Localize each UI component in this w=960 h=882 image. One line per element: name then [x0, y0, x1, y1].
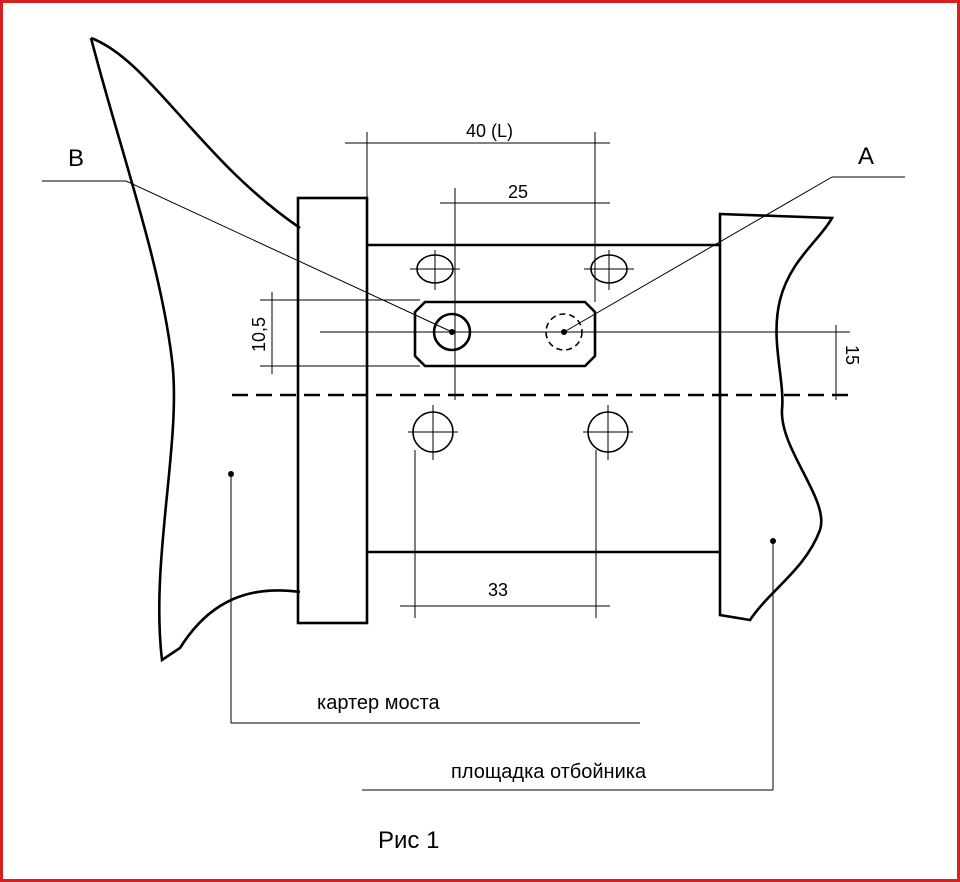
- label-dim-25: 25: [508, 182, 528, 202]
- axle-housing-outline: [89, 36, 301, 663]
- left-flange: [296, 196, 369, 625]
- label-axle-housing: картер моста: [317, 692, 441, 714]
- technical-drawing: B A 40 (L) 25 33 10,5 15 картер моста пл…: [42, 36, 905, 854]
- label-dim-15: 15: [842, 345, 862, 365]
- bolt-hole-bottom-left: [408, 405, 458, 460]
- bolt-hole-top-right: [584, 250, 634, 290]
- label-dim-length: 40 (L): [466, 121, 513, 141]
- label-point-b: B: [68, 145, 84, 172]
- figure-caption: Рис 1: [378, 827, 439, 854]
- leader-a-diagonal: [563, 176, 833, 333]
- bumper-pad-outline: [718, 212, 835, 622]
- leader-b-diagonal: [125, 180, 453, 333]
- label-dim-10-5: 10,5: [249, 317, 269, 352]
- bolt-hole-bottom-right: [583, 405, 633, 460]
- label-bumper-pad: площадка отбойника: [451, 761, 647, 783]
- bolt-hole-top-left: [410, 250, 460, 290]
- label-dim-33: 33: [488, 580, 508, 600]
- slot-outline: [413, 300, 597, 368]
- label-point-a: A: [858, 143, 874, 170]
